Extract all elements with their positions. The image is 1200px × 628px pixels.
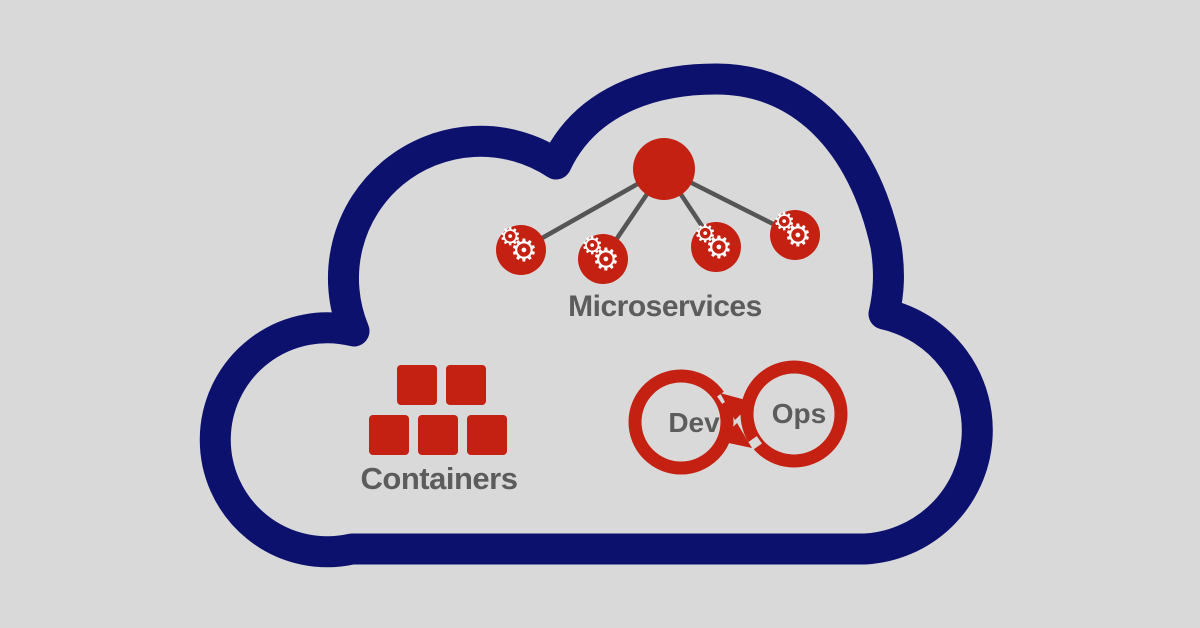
microservices-hub xyxy=(633,138,695,200)
microservice-node: ⚙ ⚙ xyxy=(770,207,820,260)
gear-icon: ⚙ xyxy=(773,207,796,236)
devops-dev-label: Dev xyxy=(668,407,720,438)
gear-icon: ⚙ xyxy=(499,222,522,251)
container-block xyxy=(467,415,507,455)
container-block xyxy=(418,415,458,455)
devops-ops-label: Ops xyxy=(771,398,827,429)
microservice-node: ⚙ ⚙ xyxy=(496,222,546,275)
gear-icon: ⚙ xyxy=(694,219,717,248)
devops-right-ring xyxy=(740,360,848,468)
microservice-node: ⚙ ⚙ xyxy=(578,231,628,284)
gear-icon: ⚙ xyxy=(510,233,538,269)
container-block xyxy=(369,415,409,455)
cloud-outline xyxy=(199,63,993,568)
microservice-node: ⚙ ⚙ xyxy=(691,219,741,272)
container-block xyxy=(446,365,486,405)
gear-icon: ⚙ xyxy=(705,230,733,266)
microservices-label: Microservices xyxy=(568,290,762,323)
devops-left-ring xyxy=(628,369,734,475)
gear-icon: ⚙ xyxy=(581,231,604,260)
devops-arrow-up-icon xyxy=(719,423,752,448)
gear-icon: ⚙ xyxy=(592,242,620,278)
devops-arrow-down-icon xyxy=(720,393,753,420)
ring-gap xyxy=(742,436,762,454)
gear-icon: ⚙ xyxy=(784,218,812,254)
container-block xyxy=(397,365,437,405)
containers-label: Containers xyxy=(360,461,518,496)
